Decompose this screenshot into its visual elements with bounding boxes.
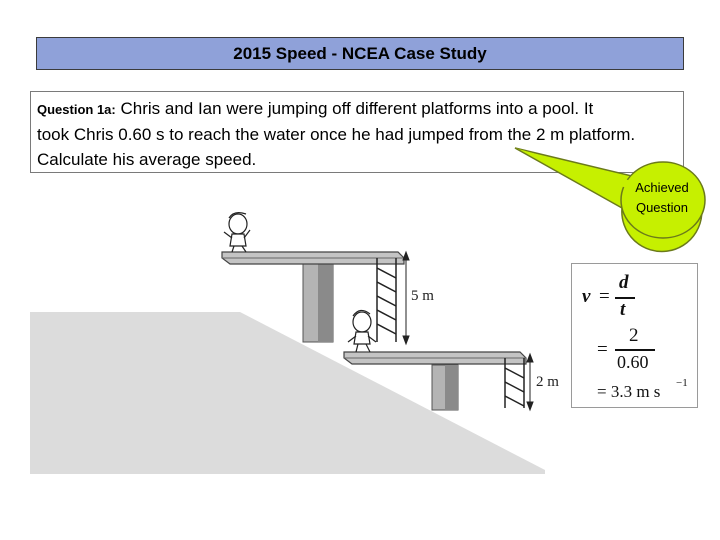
- low-dimension: [526, 352, 534, 412]
- fraction-line-1: [615, 297, 635, 299]
- top-diver-figure: [223, 212, 251, 253]
- formula-box: v = d t = 2 0.60 = 3.3 m s −1: [571, 263, 698, 408]
- question-line-2: took Chris 0.60 s to reach the water onc…: [37, 125, 636, 144]
- low-diver-figure: [347, 309, 377, 353]
- question-line-3: Calculate his average speed.: [37, 150, 257, 169]
- formula-result: = 3.3 m s: [597, 382, 661, 401]
- fraction-line-2: [615, 349, 655, 351]
- formula-v: v: [582, 286, 591, 307]
- low-ladder: [504, 358, 525, 408]
- title-bar: 2015 Speed - NCEA Case Study: [36, 37, 684, 70]
- top-dimension: [402, 250, 410, 346]
- question-line-1: Chris and Ian were jumping off different…: [120, 99, 594, 118]
- ground-slope: [30, 312, 545, 474]
- callout-line-2: Question: [635, 200, 689, 215]
- formula-eq-1: =: [599, 286, 610, 307]
- formula-den-2: 0.60: [617, 352, 649, 372]
- top-ladder: [376, 258, 397, 342]
- page-title: 2015 Speed - NCEA Case Study: [233, 43, 487, 63]
- formula-num-2: 2: [629, 325, 639, 346]
- callout-line-1: Achieved: [635, 180, 689, 195]
- formula-exponent: −1: [676, 377, 688, 389]
- formula-eq-2: =: [597, 339, 608, 360]
- question-label: Question 1a:: [37, 102, 116, 117]
- low-height-label: 2 m: [536, 374, 559, 390]
- callout-text: Achieved Question: [622, 178, 702, 218]
- question-box: Question 1a: Chris and Ian were jumping …: [30, 91, 684, 173]
- top-height-label: 5 m: [411, 288, 434, 304]
- formula-den-1: t: [620, 299, 626, 320]
- formula-num-1: d: [619, 272, 629, 293]
